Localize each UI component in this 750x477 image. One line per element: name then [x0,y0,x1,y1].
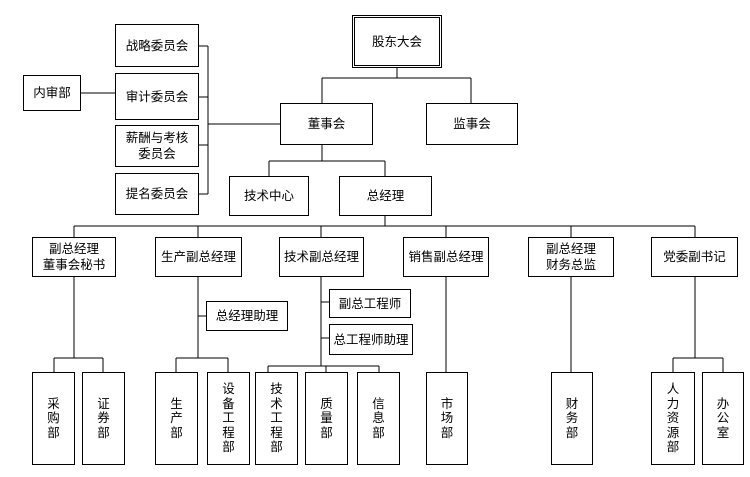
node-tech-center: 技术中心 [229,176,309,216]
node-deputy-chief-engineer: 副总工程师 [329,289,411,318]
node-internal-audit: 内审部 [23,75,81,111]
node-shareholders: 股东大会 [352,15,442,68]
node-purchasing-dept: 采购部 [32,372,75,465]
node-vp-sales: 销售副总经理 [403,237,489,277]
node-supervisory: 监事会 [426,103,518,145]
node-vp-production: 生产副总经理 [155,237,242,277]
node-hr-dept: 人力资源部 [651,372,695,465]
node-board: 董事会 [280,103,373,145]
node-information-dept: 信息部 [357,372,400,465]
node-gm-assistant: 总经理助理 [206,301,288,331]
node-strategy-committee: 战略委员会 [115,24,199,67]
node-finance-dept: 财务部 [551,372,593,465]
node-vp-technology: 技术副总经理 [279,237,364,277]
node-chief-engineer-assistant: 总工程师助理 [329,324,413,355]
node-vp-board-secretary: 副总经理 董事会秘书 [32,237,116,277]
node-general-manager: 总经理 [339,176,432,216]
node-office: 办公室 [702,372,744,465]
node-technical-engineering-dept: 技术工程部 [255,372,298,465]
node-market-dept: 市场部 [426,372,468,465]
node-vp-cfo: 副总经理 财务总监 [528,237,614,277]
node-production-dept: 生产部 [155,372,198,465]
node-quality-dept: 质量部 [305,372,348,465]
node-equipment-engineering-dept: 设备工程部 [207,372,250,465]
node-securities-dept: 证券部 [82,372,125,465]
node-remuneration-committee: 薪酬与考核 委员会 [115,125,199,167]
node-nomination-committee: 提名委员会 [115,173,199,215]
node-party-deputy-secretary: 党委副书记 [651,237,738,277]
node-audit-committee: 审计委员会 [115,73,199,120]
